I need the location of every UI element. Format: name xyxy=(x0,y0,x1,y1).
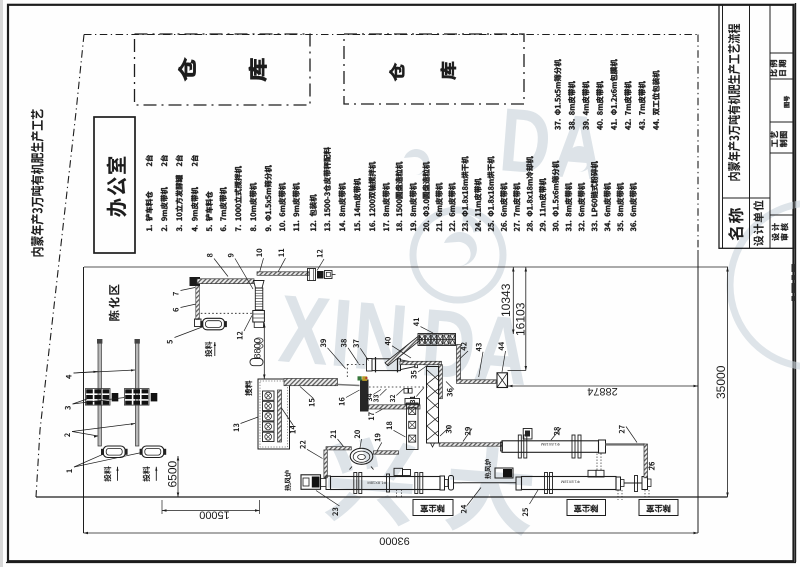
svg-text:15000: 15000 xyxy=(199,509,230,521)
svg-text:16103: 16103 xyxy=(513,302,527,336)
svg-text:D: D xyxy=(496,90,554,194)
svg-text:93000: 93000 xyxy=(379,535,410,547)
svg-text:Φ1.8X18M: Φ1.8X18M xyxy=(367,481,386,486)
svg-text:Φ1.8X18M: Φ1.8X18M xyxy=(561,480,580,485)
svg-text:6500: 6500 xyxy=(166,460,180,487)
svg-text:10343: 10343 xyxy=(499,283,513,317)
svg-text:X: X xyxy=(275,275,333,386)
svg-text:N: N xyxy=(349,282,411,393)
svg-text:Φ1.8X18M: Φ1.8X18M xyxy=(541,442,560,447)
svg-text:35000: 35000 xyxy=(714,365,728,399)
svg-text:28874: 28874 xyxy=(587,385,618,397)
